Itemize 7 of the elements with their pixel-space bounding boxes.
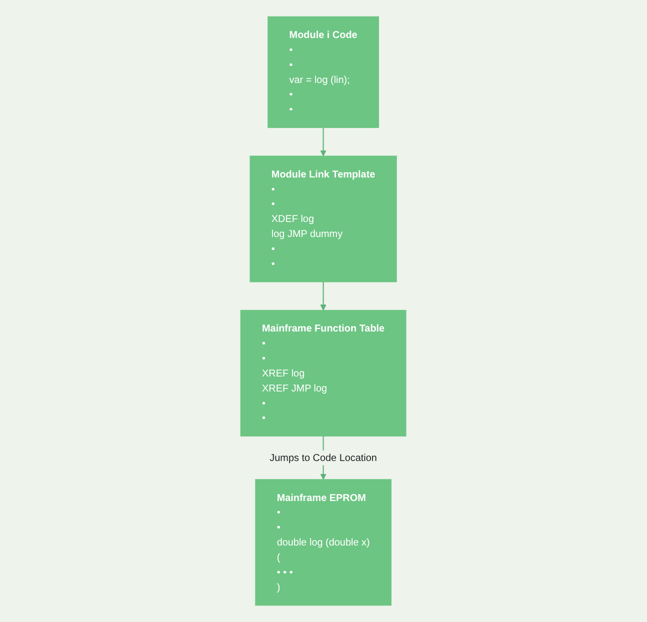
- arrow: [320, 128, 327, 156]
- edge-label: Jumps to Code Location: [270, 452, 378, 464]
- arrow: [320, 282, 327, 311]
- node-box: Mainframe EPROM • • double log (double x) ( • • • ): [255, 479, 392, 606]
- node-box: Mainframe Function Table • • XREF log XREF JMP log • •: [240, 310, 406, 436]
- node-box: Module i Code • • var = log (lin); • •: [268, 16, 380, 128]
- node-box: Module Link Template • • XDEF log log JMP dummy • •: [250, 156, 398, 282]
